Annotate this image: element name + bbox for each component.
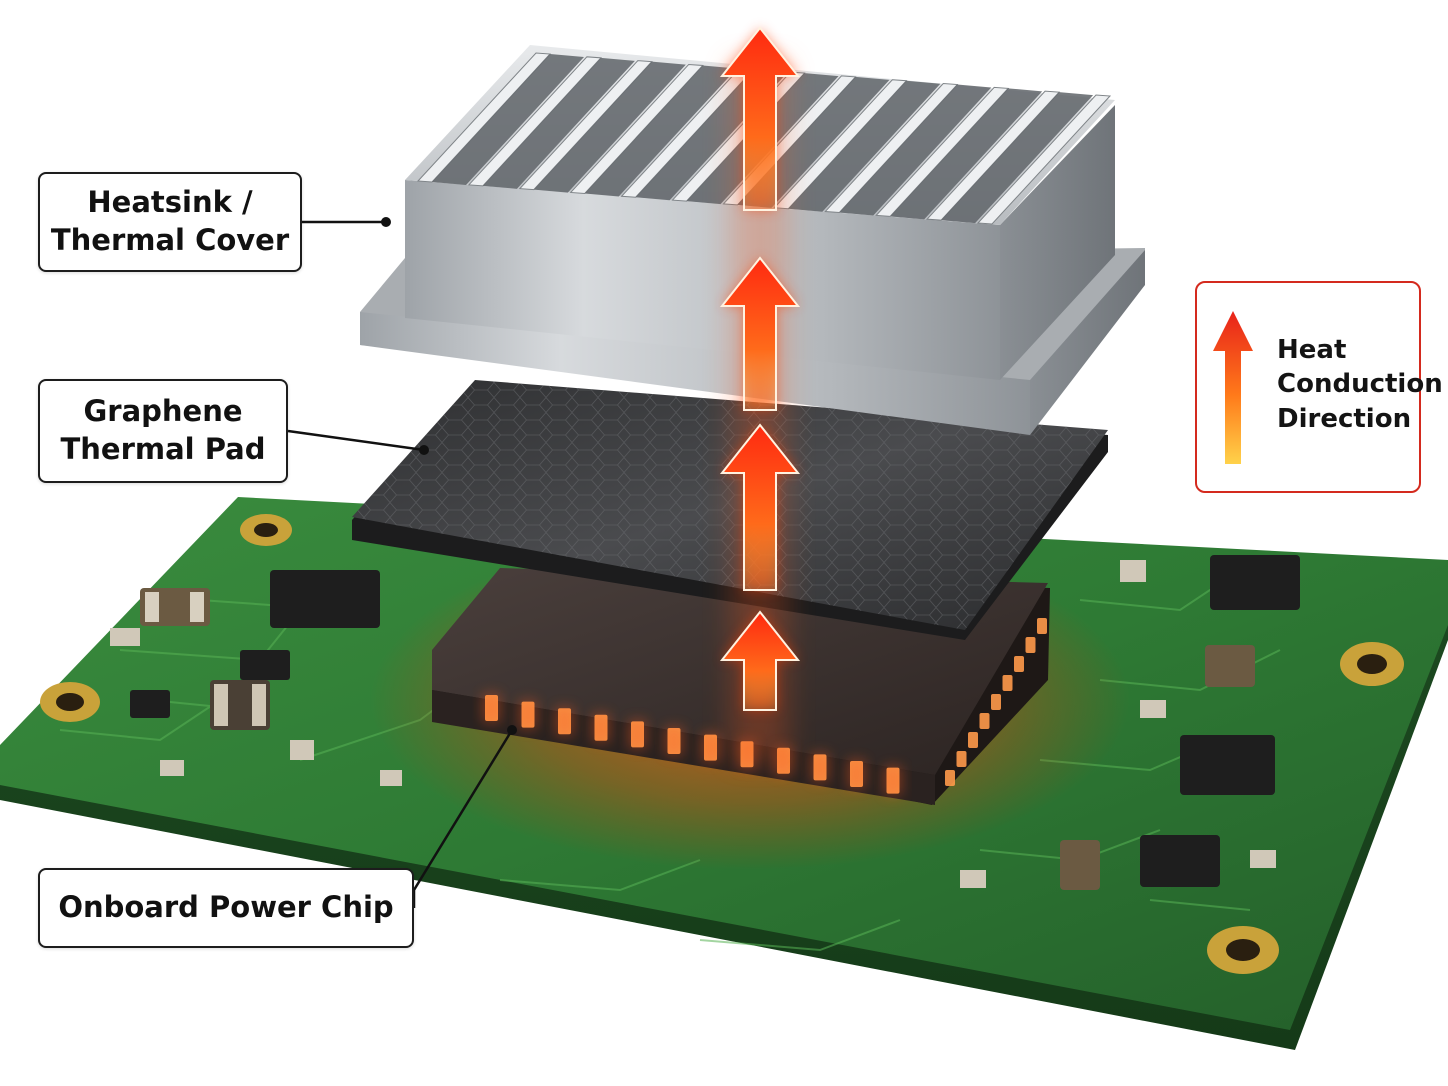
leader-dot-pad xyxy=(419,445,429,455)
leader-dots xyxy=(381,217,517,735)
chip-pin-glow xyxy=(591,712,611,743)
heatsink-fin-gap xyxy=(584,65,737,197)
thermal-pad-label-line2: Thermal Pad xyxy=(60,432,266,466)
chip-pins-front xyxy=(482,693,903,796)
power-chip-label-text: Onboard Power Chip xyxy=(58,890,394,925)
smd-components xyxy=(110,560,1276,890)
heat-conduction-arrows xyxy=(719,26,801,760)
chip-pin xyxy=(968,732,978,748)
chip-pins-side xyxy=(945,618,1047,786)
chip-pin xyxy=(1014,656,1024,672)
chip-pin-glow xyxy=(847,759,866,789)
heatsink-fin xyxy=(976,94,1112,225)
chip-pin xyxy=(1037,618,1047,634)
chip-pin-glow xyxy=(701,732,720,763)
power-chip-label: Onboard Power Chip xyxy=(38,868,414,948)
heat-direction-legend: Heat Conduction Direction xyxy=(1195,281,1443,493)
leader-line-chip xyxy=(412,729,514,908)
chip-pin-glow xyxy=(482,693,501,723)
leader-line-pad xyxy=(287,429,425,452)
chip-pin-glow xyxy=(664,726,684,756)
heat-arrow-icon xyxy=(1213,311,1253,464)
legend-line1: Heat xyxy=(1277,335,1347,365)
legend-line3: Direction xyxy=(1277,403,1412,434)
thermal-pad-label: Graphene Thermal Pad xyxy=(38,379,288,483)
small-ics xyxy=(130,555,1300,887)
heatsink-fins xyxy=(416,52,1112,225)
chip-pin xyxy=(956,751,967,767)
leader-dot-chip xyxy=(507,725,517,735)
mounting-holes xyxy=(40,514,1404,974)
chip-pin xyxy=(1002,675,1013,691)
thermal-pad-label-line1: Graphene xyxy=(83,394,243,429)
heat-arrow xyxy=(719,423,801,591)
heatsink-label-line2: Thermal Cover xyxy=(50,223,290,257)
chip-pin-glow xyxy=(810,752,830,783)
heatsink-fin-gap xyxy=(941,92,1094,224)
heat-arrows-group xyxy=(719,26,801,711)
chip-pin xyxy=(979,713,990,729)
chip-pin-glow xyxy=(555,706,574,737)
legend-line2: Conduction xyxy=(1277,369,1443,400)
leader-lines xyxy=(287,220,514,908)
heat-arrow xyxy=(719,610,801,711)
heatsink-fin-gap xyxy=(432,54,584,185)
heatsink-fin-gap xyxy=(890,88,1043,220)
chip-pin xyxy=(945,770,955,786)
heatsink-fin-gap xyxy=(788,80,941,212)
chip-pin-glow xyxy=(628,719,647,750)
legend-text: Heat Conduction Direction xyxy=(1277,333,1443,436)
chip-pin-glow xyxy=(883,765,903,796)
heatsink-fin-gap xyxy=(839,84,992,216)
leader-dot-heatsink xyxy=(381,217,391,227)
heatsink-fin-gap xyxy=(533,61,686,193)
heatsink-fin-gap xyxy=(482,57,635,189)
chip-pin xyxy=(991,694,1001,710)
heatsink-label-line1: Heatsink / xyxy=(87,185,253,220)
heatsink-label: Heatsink / Thermal Cover xyxy=(38,172,302,272)
chip-pin xyxy=(1025,637,1036,653)
chip-pin-glow xyxy=(518,699,538,730)
heat-arrow xyxy=(719,256,801,411)
heat-arrow xyxy=(719,26,801,211)
